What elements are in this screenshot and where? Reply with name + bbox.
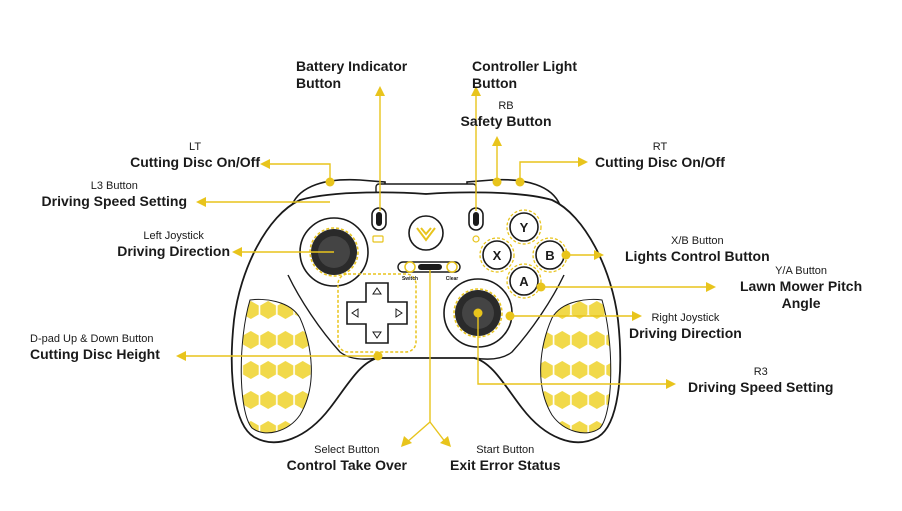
right-grip-contour <box>473 274 565 360</box>
lt-sub: LT <box>189 141 202 153</box>
left-grip-contour <box>287 274 379 360</box>
left-joystick-title: Driving Direction <box>117 243 230 260</box>
switch-text: Switch <box>402 276 418 282</box>
battery-indicator-button <box>371 207 387 243</box>
ya-title: Lawn Mower Pitch Angle <box>740 278 863 311</box>
dpad-label: D-pad Up & Down Button Cutting Disc Heig… <box>30 333 160 363</box>
select-title: Control Take Over <box>286 457 407 474</box>
right-joystick-sub: Right Joystick <box>651 312 720 324</box>
rb-label: RB Safety Button <box>461 100 552 130</box>
dpad-title: Cutting Disc Height <box>30 346 160 363</box>
lt-title: Cutting Disc On/Off <box>130 154 260 171</box>
rb-sub: RB <box>498 100 514 112</box>
face-buttons <box>479 209 568 299</box>
right-joystick-label: Right Joystick Driving Direction <box>629 312 742 342</box>
r3-sub: R3 <box>753 366 768 378</box>
right-joystick-title: Driving Direction <box>629 325 742 342</box>
left-joystick-sub: Left Joystick <box>143 230 204 242</box>
b-button-label: B <box>545 248 554 263</box>
leader-lines <box>182 92 710 444</box>
start-title: Exit Error Status <box>450 457 561 474</box>
select-start-buttons <box>397 261 461 273</box>
rb-title: Safety Button <box>460 113 552 130</box>
rt-title: Cutting Disc On/Off <box>595 154 725 171</box>
l3-label: L3 Button Driving Speed Setting <box>42 180 187 210</box>
lt-label: LT Cutting Disc On/Off <box>130 141 260 171</box>
select-label: Select Button Control Take Over <box>287 444 407 474</box>
xb-title: Lights Control Button <box>625 248 770 265</box>
l3-title: Driving Speed Setting <box>41 193 187 210</box>
controller-light-title: Controller Light Button <box>472 58 577 91</box>
select-sub: Select Button <box>314 444 380 456</box>
home-button <box>408 215 444 251</box>
battery-indicator-title: Battery Indicator Button <box>296 58 408 91</box>
controller-light-label: Controller Light Button <box>472 58 577 92</box>
right-honeycomb-grip <box>540 298 612 434</box>
r3-label: R3 Driving Speed Setting <box>688 366 833 396</box>
battery-indicator-label: Battery Indicator Button <box>296 58 407 92</box>
l3-sub: L3 Button <box>90 180 138 192</box>
xb-sub: X/B Button <box>671 235 724 247</box>
left-joystick-label: Left Joystick Driving Direction <box>117 230 230 260</box>
rt-sub: RT <box>652 141 668 153</box>
arrowheads <box>176 86 716 447</box>
ya-label: Y/A Button Lawn Mower Pitch Angle <box>740 265 862 312</box>
dpad-sub: D-pad Up & Down Button <box>30 333 154 345</box>
x-button-label: X <box>493 248 502 263</box>
start-label: Start Button Exit Error Status <box>450 444 560 474</box>
left-honeycomb-grip <box>240 298 312 434</box>
start-sub: Start Button <box>476 444 535 456</box>
y-button-label: Y <box>520 220 529 235</box>
xb-label: X/B Button Lights Control Button <box>625 235 770 265</box>
a-button-label: A <box>519 274 529 289</box>
leader-dots <box>325 177 571 361</box>
rt-label: RT Cutting Disc On/Off <box>595 141 725 171</box>
ya-sub: Y/A Button <box>775 265 828 277</box>
r3-title: Driving Speed Setting <box>688 379 834 396</box>
clear-text: Clear <box>446 276 459 282</box>
